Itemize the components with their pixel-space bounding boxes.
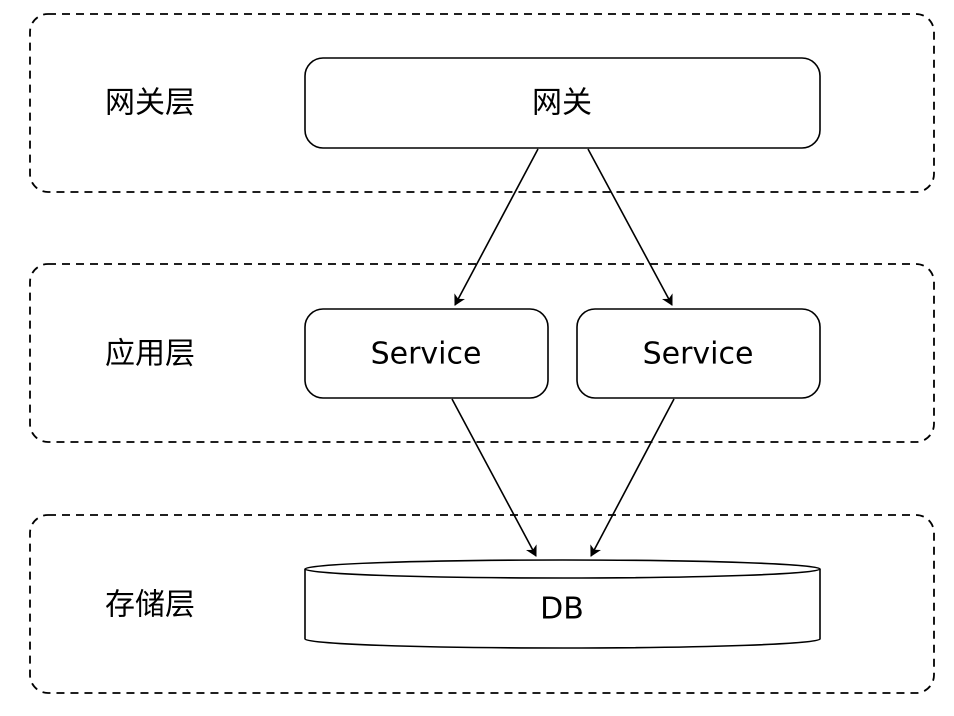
edge-service-left-to-db (451, 398, 537, 557)
edge-gateway-to-service-right (587, 148, 673, 306)
storage-layer-label: 存储层 (105, 588, 195, 623)
application-layer-label: 应用层 (105, 337, 195, 372)
gateway-layer-label: 网关层 (105, 86, 195, 121)
application-layer-container (29, 263, 935, 443)
service-right-label: Service (643, 337, 754, 372)
gateway-layer-container (29, 13, 935, 193)
service-left-node (304, 308, 549, 399)
edge-service-right-to-db (590, 398, 675, 557)
db-node (304, 559, 821, 649)
db-label: DB (540, 592, 584, 627)
storage-layer-container (29, 514, 935, 694)
db-body (304, 569, 821, 649)
service-right-node (576, 308, 821, 399)
service-left-label: Service (371, 337, 482, 372)
db-top (304, 559, 821, 579)
edge-gateway-to-service-left (454, 148, 539, 306)
gateway-node-label: 网关 (532, 86, 592, 121)
gateway-node (304, 57, 821, 149)
